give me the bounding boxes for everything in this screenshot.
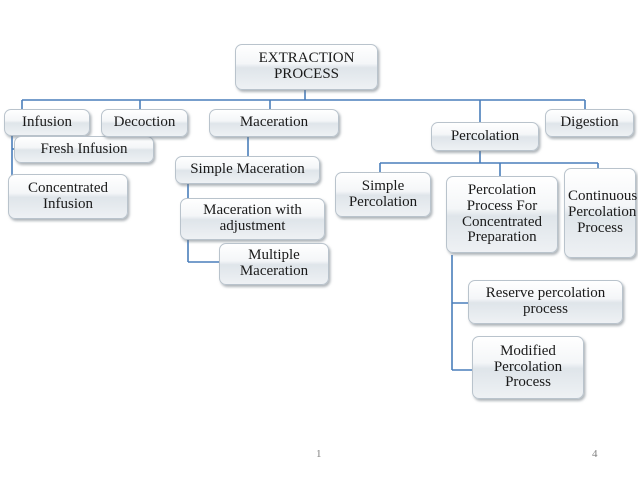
- node-multiple-maceration[interactable]: Multiple Maceration: [219, 243, 329, 285]
- node-maceration-with-adjustment[interactable]: Maceration with adjustment: [180, 198, 325, 240]
- node-maceration[interactable]: Maceration: [209, 109, 339, 137]
- page-number-left: 1: [316, 448, 322, 460]
- page-number-right: 4: [592, 448, 598, 460]
- node-label: Decoction: [113, 114, 176, 131]
- node-label: Percolation Process For Concentrated Pre…: [462, 182, 542, 246]
- node-simple-maceration[interactable]: Simple Maceration: [175, 156, 320, 184]
- node-extraction-process[interactable]: EXTRACTION PROCESS: [235, 44, 378, 90]
- node-label: Multiple Maceration: [239, 247, 309, 279]
- node-label: Digestion: [560, 114, 619, 131]
- node-label: Concentrated Infusion: [28, 179, 108, 212]
- node-label: Simple Percolation: [348, 177, 418, 210]
- node-decoction[interactable]: Decoction: [101, 109, 188, 137]
- node-continuous-percolation[interactable]: Continuous Percolation Process: [564, 168, 638, 258]
- node-label: Continuous Percolation Process: [568, 188, 638, 236]
- node-simple-percolation[interactable]: Simple Percolation: [335, 172, 431, 217]
- node-label: Reserve percolation process: [485, 285, 606, 317]
- node-label: EXTRACTION PROCESS: [258, 50, 355, 82]
- node-digestion[interactable]: Digestion: [545, 109, 634, 137]
- node-modified-percolation[interactable]: Modified Percolation Process: [472, 336, 584, 399]
- node-label: Infusion: [22, 113, 72, 130]
- node-concentrated-infusion[interactable]: Concentrated Infusion: [8, 174, 128, 219]
- node-fresh-infusion[interactable]: Fresh Infusion: [14, 136, 154, 163]
- node-label: Modified Percolation Process: [493, 342, 563, 391]
- node-label: Simple Maceration: [190, 161, 305, 178]
- node-percolation[interactable]: Percolation: [431, 122, 539, 151]
- node-label: Maceration with adjustment: [203, 202, 302, 234]
- node-percolation-process-concentrated[interactable]: Percolation Process For Concentrated Pre…: [446, 176, 558, 253]
- node-infusion[interactable]: Infusion: [4, 109, 90, 136]
- node-label: Maceration: [239, 114, 309, 131]
- node-label: Percolation: [450, 127, 520, 144]
- node-reserve-percolation[interactable]: Reserve percolation process: [468, 280, 623, 324]
- node-label: Fresh Infusion: [40, 140, 128, 157]
